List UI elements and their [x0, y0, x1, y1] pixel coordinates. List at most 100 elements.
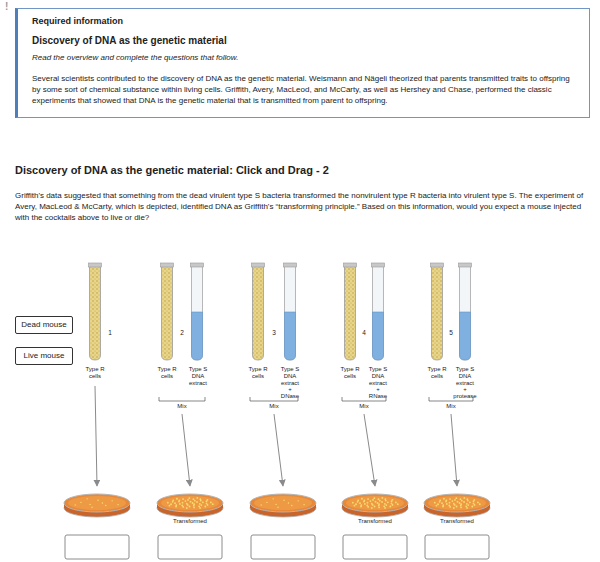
colony — [449, 498, 451, 500]
colony — [454, 499, 456, 501]
colony — [461, 500, 463, 502]
colony — [457, 501, 459, 503]
colony — [277, 507, 278, 508]
colony — [91, 507, 92, 508]
colony — [198, 505, 200, 507]
colony — [359, 502, 361, 504]
tubes — [89, 263, 472, 360]
colony — [74, 504, 75, 505]
diagram-label: Mix — [439, 403, 463, 410]
colony — [469, 501, 471, 503]
colony — [372, 499, 374, 501]
colony — [210, 502, 212, 504]
colony — [272, 498, 273, 499]
colony — [384, 507, 386, 509]
node-body: Read the overview and complete the quest… — [32, 53, 575, 62]
diagram-label: Type R cells — [336, 366, 364, 380]
agar — [428, 496, 486, 510]
colony — [190, 501, 192, 503]
colony — [473, 503, 475, 505]
type-s-tube — [192, 266, 203, 360]
colony — [360, 506, 362, 508]
colony — [477, 502, 479, 504]
colony — [176, 498, 178, 500]
colony — [445, 499, 447, 501]
tube-rim — [344, 263, 357, 267]
colony — [283, 500, 284, 501]
colony — [179, 503, 181, 505]
diagram-label: DNase — [275, 393, 305, 400]
colony — [80, 502, 81, 503]
colony — [170, 503, 172, 505]
diagram-label: Type R cells — [81, 366, 109, 380]
type-s-tube — [285, 266, 296, 360]
colony — [456, 506, 458, 508]
flow-arrow — [364, 414, 375, 486]
colony — [383, 505, 385, 507]
node-text: Required information — [32, 16, 575, 26]
colony — [192, 502, 194, 504]
colony — [352, 502, 354, 504]
colony — [182, 498, 184, 500]
question-text: Griffith's data suggested that something… — [15, 190, 590, 224]
colony — [443, 498, 445, 500]
colony — [466, 498, 468, 500]
colony — [463, 501, 465, 503]
colony — [186, 507, 188, 509]
bracket — [159, 397, 205, 401]
colony — [193, 498, 195, 500]
colony — [395, 502, 397, 504]
colony — [207, 504, 209, 506]
diagram-label: + — [455, 386, 475, 393]
colony — [442, 506, 444, 508]
colony — [89, 504, 90, 505]
node-text: Live mouse — [24, 351, 65, 361]
colony — [385, 504, 387, 506]
colony — [384, 503, 386, 505]
dna-extract — [373, 312, 384, 360]
colony — [355, 503, 357, 505]
colony — [465, 505, 467, 507]
colony — [454, 504, 456, 506]
colony — [182, 506, 184, 508]
type-r-tube — [253, 266, 264, 360]
colony — [363, 499, 365, 501]
tube-rim — [372, 263, 385, 267]
colony — [194, 500, 196, 502]
colony — [479, 503, 481, 505]
colony — [367, 506, 369, 508]
diagram-label: Transformed — [160, 518, 220, 525]
colony — [117, 504, 118, 505]
colony — [207, 499, 209, 501]
diagram-label: Type R cells — [244, 366, 272, 380]
tube-rim — [431, 263, 444, 267]
colony — [474, 499, 476, 501]
dna-extract — [192, 312, 203, 360]
heading: Discovery of DNA as the genetic material… — [15, 163, 590, 177]
agar — [254, 496, 312, 510]
colony — [111, 500, 112, 501]
colony — [381, 497, 383, 499]
diagram-label: Mix — [352, 403, 376, 410]
colony — [275, 504, 276, 505]
colony — [379, 500, 381, 502]
colony — [466, 507, 468, 509]
flow-arrow — [274, 414, 283, 486]
diagram-label: Transformed — [345, 518, 405, 525]
colony — [455, 497, 457, 499]
colony — [291, 505, 292, 506]
colony — [452, 500, 454, 502]
colony — [188, 497, 190, 499]
colony — [466, 503, 468, 505]
type-r-tube — [162, 266, 173, 360]
colony — [187, 499, 189, 501]
colony — [439, 501, 441, 503]
diagram-label: + — [368, 386, 388, 393]
colony — [391, 503, 393, 505]
colony — [357, 499, 359, 501]
diagram-label: 1 — [105, 329, 115, 336]
colony — [375, 501, 377, 503]
colony — [357, 501, 359, 503]
colony — [367, 502, 369, 504]
type-s-tube — [460, 266, 471, 360]
